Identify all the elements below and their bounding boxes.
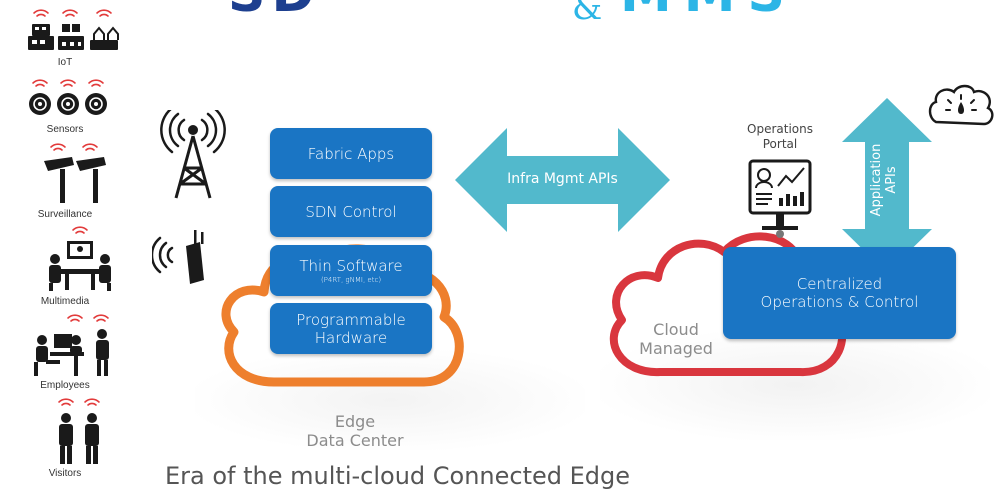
thin-software-label: Thin Software [299,256,403,275]
multimedia-conference-icon [49,226,111,291]
iot-devices-icon [28,9,119,50]
operations-portal-label: Operations Portal [747,122,813,151]
centralized-operations-box: Centralized Operations & Control [723,247,956,339]
device-label-surveillance: Surveillance [37,209,93,220]
centralized-line1: Centralized [796,275,883,293]
cell-tower-icon [160,110,226,199]
device-label-visitors: Visitors [48,468,82,479]
cloud-panel-background [600,330,990,440]
surveillance-cameras-icon [44,143,106,203]
fabric-apps-box: Fabric Apps [270,128,432,179]
programmable-hardware-box: Programmable Hardware [270,303,432,354]
device-label-sensors: Sensors [46,124,84,135]
application-api-arrow [842,98,932,273]
wifi-router-icon [152,230,204,284]
employees-icon [34,314,109,376]
centralized-line2: Operations & Control [760,293,919,311]
title-left-fragment: SD-FABRIC [228,0,558,12]
edge-panel-background [195,350,585,450]
application-api-label: Application APIs [869,143,899,217]
programmable-hardware-label: Programmable Hardware [296,310,406,347]
device-label-iot: IoT [57,57,73,68]
fabric-apps-label: Fabric Apps [307,144,395,163]
title-ampersand: & [572,0,603,28]
bottom-slogan: Era of the multi-cloud Connected Edge [165,462,631,490]
operations-portal-icon [748,159,812,238]
thin-software-box: Thin Software (P4RT, gNMI, etc) [270,245,432,296]
sensors-icon [29,79,107,115]
thin-software-subtitle: (P4RT, gNMI, etc) [320,275,382,284]
infra-mgmt-api-arrow [455,128,670,232]
device-label-multimedia: Multimedia [40,296,90,307]
dashboard-gauge-icon [928,84,994,126]
sdn-control-box: SDN Control [270,186,432,237]
title-right-fragment: MMS [620,0,950,12]
device-label-employees: Employees [40,380,90,391]
edge-data-center-label: Edge Data Center [306,412,404,450]
cloud-managed-label: Cloud Managed [639,320,713,358]
infra-mgmt-api-label: Infra Mgmt APIs [507,171,618,187]
visitors-icon [58,398,100,464]
sdn-control-label: SDN Control [305,202,397,221]
